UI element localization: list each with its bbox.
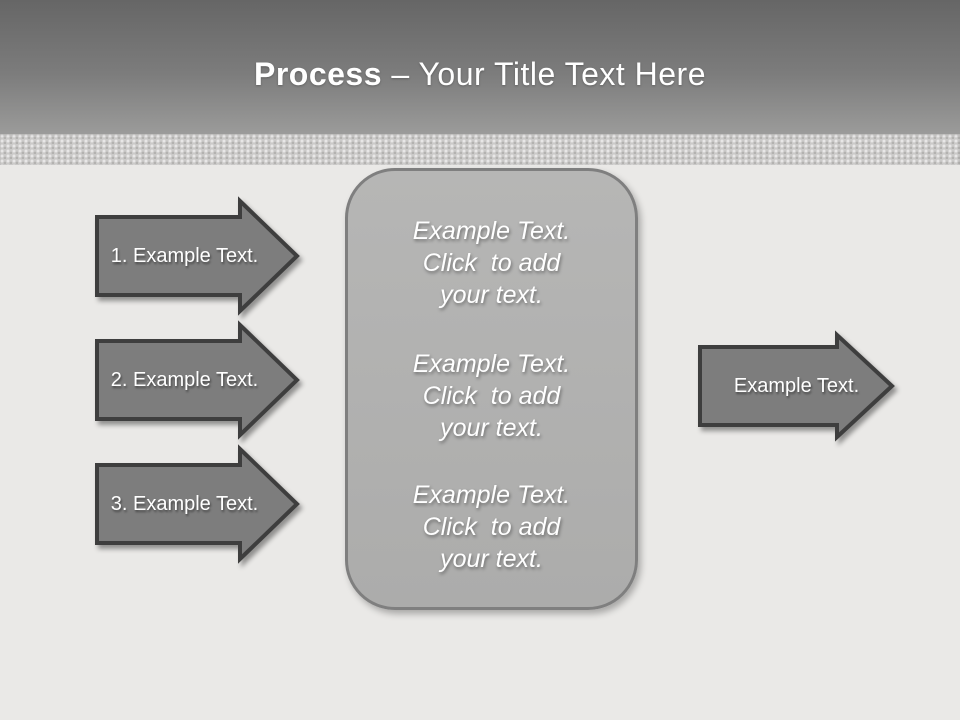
right-arrow-icon [95, 196, 300, 316]
slide-title-emphasis: Process [253, 55, 383, 92]
process-step-1-label: 1. Example Text. [110, 244, 259, 267]
header-shadow-band [0, 134, 960, 165]
slide-title-rest: – Your Title Text Here [391, 55, 706, 92]
text-placeholder-2[interactable]: Example Text. Click to add your text. [412, 350, 571, 442]
process-step-3-label: 3. Example Text. [110, 492, 259, 515]
slide-title[interactable]: Process – Your Title Text Here [254, 56, 706, 93]
process-step-arrow-2[interactable]: 2. Example Text. [95, 320, 300, 440]
process-step-2-label: 2. Example Text. [110, 368, 259, 391]
slide-header: Process – Your Title Text Here [0, 0, 960, 134]
text-placeholder-3[interactable]: Example Text. Click to add your text. [412, 481, 571, 573]
process-output-label: Example Text. [733, 374, 860, 397]
right-arrow-icon [95, 444, 300, 564]
process-step-arrow-3[interactable]: 3. Example Text. [95, 444, 300, 564]
right-arrow-icon [698, 330, 895, 442]
right-arrow-icon [95, 320, 300, 440]
text-placeholder-1[interactable]: Example Text. Click to add your text. [412, 217, 571, 309]
process-output-arrow[interactable]: Example Text. [698, 330, 895, 442]
process-step-arrow-1[interactable]: 1. Example Text. [95, 196, 300, 316]
process-text-panel[interactable]: Example Text. Click to add your text. Ex… [345, 168, 638, 610]
